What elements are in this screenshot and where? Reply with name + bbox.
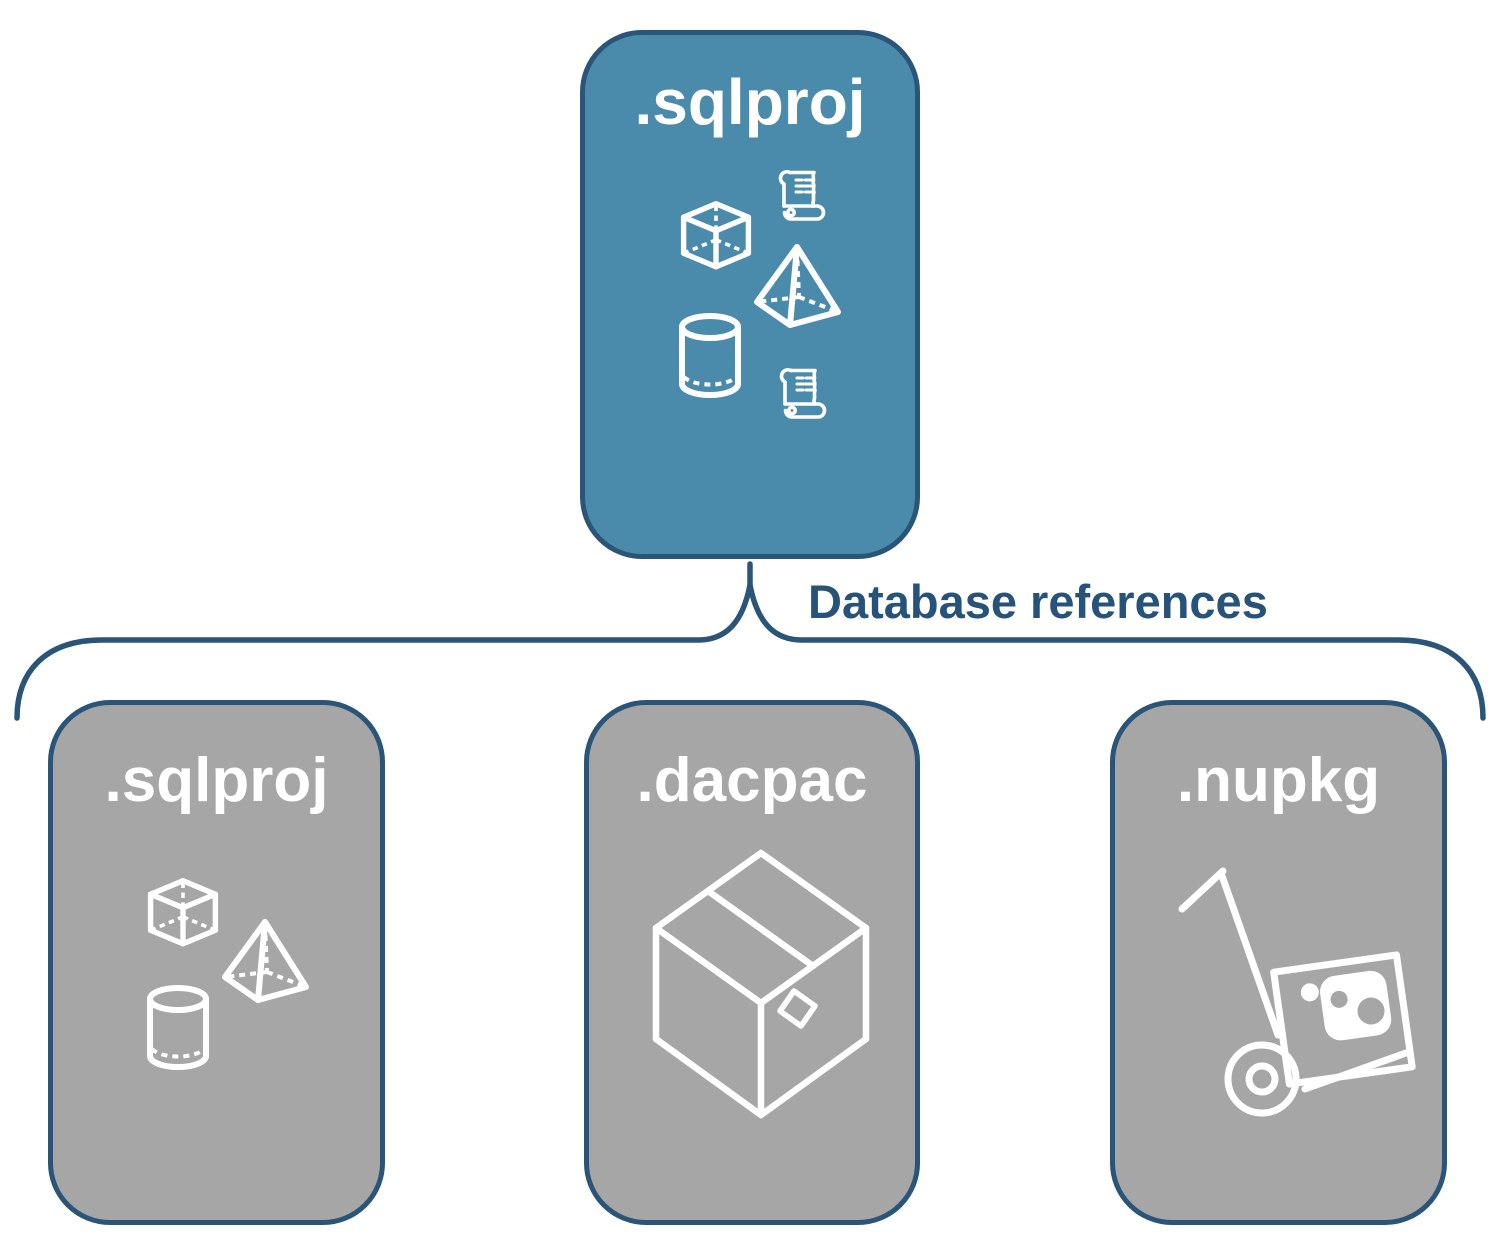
nuget-package-icon xyxy=(1270,951,1416,1088)
reference-box-dacpac: .dacpac xyxy=(584,700,920,1225)
hand-truck-icon xyxy=(1178,867,1416,1117)
reference-box-sqlproj: .sqlproj xyxy=(48,700,385,1225)
root-box-title: .sqlproj xyxy=(634,66,866,138)
reference-box-title: .nupkg xyxy=(1176,746,1381,815)
brace-connector xyxy=(14,561,1486,721)
reference-box-title: .dacpac xyxy=(636,746,868,815)
reference-box-title: .sqlproj xyxy=(104,746,329,815)
cylinder-icon xyxy=(147,985,209,1070)
reference-box-nupkg: .nupkg xyxy=(1110,700,1447,1225)
package-box-icon xyxy=(652,849,870,1119)
pyramid-icon xyxy=(222,919,309,1003)
handle-bar xyxy=(1178,867,1227,913)
relationship-label: Database references xyxy=(808,575,1268,628)
cylinder-icon xyxy=(679,313,741,398)
wheel xyxy=(1224,1041,1300,1117)
cube-icon xyxy=(147,878,219,947)
cube-icon xyxy=(680,201,752,270)
scroll-icon xyxy=(779,368,827,419)
scroll-icon xyxy=(778,170,826,221)
rail xyxy=(1217,869,1282,1039)
pyramid-icon xyxy=(754,244,841,328)
root-box-sqlproj: .sqlproj xyxy=(580,30,920,559)
